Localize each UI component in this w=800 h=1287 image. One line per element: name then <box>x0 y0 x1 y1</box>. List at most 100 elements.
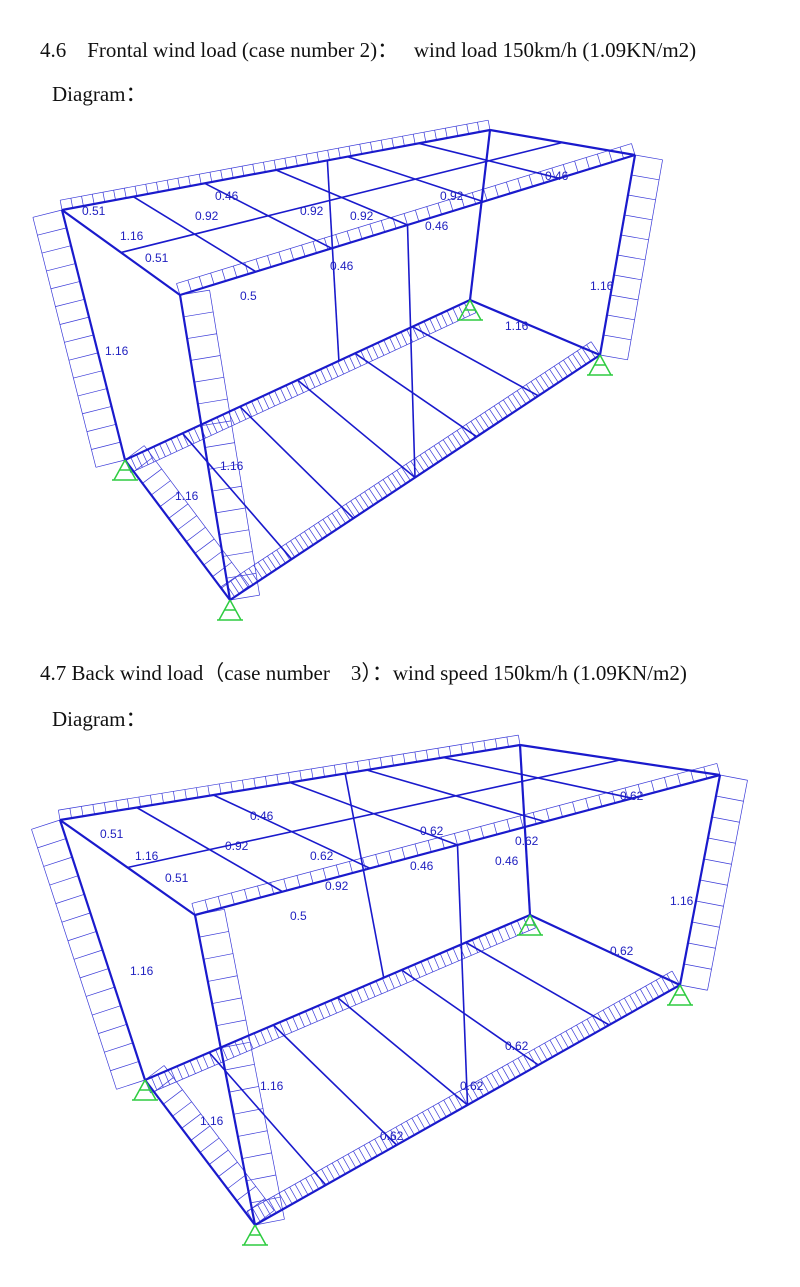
load-arrow <box>634 991 644 1007</box>
load-arrow <box>299 770 302 781</box>
load-arrow <box>446 310 454 324</box>
load-arrow <box>283 878 288 891</box>
load-arrow <box>469 1084 479 1100</box>
load-arrow <box>292 1016 299 1030</box>
load-arrow <box>216 417 224 431</box>
load-envelope <box>707 780 748 991</box>
load-arrow <box>572 353 582 368</box>
load-arrow <box>348 146 352 157</box>
load-arrow <box>187 279 192 292</box>
load-arrow <box>299 534 309 549</box>
load-arrow <box>134 186 138 197</box>
load-arrow <box>212 485 242 492</box>
load-arrow <box>463 302 471 316</box>
load-arrow <box>506 819 511 832</box>
load-arrow <box>331 363 339 377</box>
load-arrow <box>442 439 453 454</box>
load-arrow <box>156 182 159 193</box>
load-arrow <box>437 202 442 215</box>
load-arrow <box>308 528 319 543</box>
load-arrow <box>43 856 73 867</box>
load-arrow <box>459 1090 468 1106</box>
load-arrow <box>422 1111 431 1127</box>
load-arrow <box>188 176 191 187</box>
load-value-label: 1.16 <box>670 894 694 908</box>
load-value-label: 0.92 <box>195 209 219 223</box>
load-arrow <box>69 808 72 819</box>
load-arrow <box>219 529 249 535</box>
floor-beam <box>296 379 416 479</box>
load-arrow <box>465 942 472 956</box>
load-arrow <box>311 768 314 779</box>
load-arrow <box>429 318 436 332</box>
load-arrow <box>711 816 740 823</box>
load-arrow <box>151 1077 158 1091</box>
load-arrow <box>256 398 264 412</box>
load-arrow <box>304 531 314 546</box>
load-arrow <box>412 326 419 340</box>
load-arrow <box>624 214 653 221</box>
load-arrow <box>163 1071 171 1085</box>
load-arrow <box>466 124 469 135</box>
load-arrow <box>455 126 459 137</box>
load-arrow <box>285 1019 293 1033</box>
load-value-label: 1.16 <box>135 849 159 863</box>
load-arrow <box>194 376 224 383</box>
load-arrow <box>554 1036 564 1052</box>
load-arrow <box>553 365 564 380</box>
load-arrow <box>382 479 393 494</box>
load-arrow <box>138 796 141 807</box>
load-arrow <box>358 227 363 240</box>
load-arrow <box>183 1063 190 1077</box>
load-arrow <box>279 1022 286 1036</box>
load-arrow <box>331 512 342 527</box>
load-arrow <box>699 879 728 886</box>
load-arrow <box>610 294 639 301</box>
load-arrow <box>305 1177 314 1193</box>
load-value-label: 0.51 <box>165 871 189 885</box>
load-arrow <box>265 776 268 787</box>
load-arrow <box>186 526 206 542</box>
load-arrow <box>480 826 485 839</box>
load-value-label: 0.46 <box>545 169 569 183</box>
load-arrow <box>183 311 214 318</box>
load-arrow <box>173 791 176 802</box>
load-arrow <box>629 994 638 1010</box>
load-arrow <box>189 1060 196 1074</box>
load-arrow <box>102 192 106 203</box>
load-arrow <box>597 153 602 166</box>
load-arrow <box>402 136 405 147</box>
load-arrow <box>159 443 166 457</box>
load-arrow <box>460 195 465 208</box>
load-arrow <box>343 994 350 1008</box>
load-arrow <box>506 181 511 194</box>
floor-beam <box>181 432 293 560</box>
load-arrow <box>270 882 275 895</box>
load-arrow <box>221 1046 228 1061</box>
load-arrow <box>314 371 321 385</box>
load-arrow <box>276 549 286 564</box>
column <box>456 844 469 1106</box>
load-arrow <box>170 438 178 452</box>
load-arrow <box>484 934 491 948</box>
load-arrow <box>267 255 272 268</box>
load-arrow <box>321 1168 330 1184</box>
load-arrow <box>317 522 328 536</box>
load-arrow <box>196 1057 203 1072</box>
load-value-label: 0.62 <box>380 1129 404 1143</box>
load-arrow <box>690 770 695 783</box>
load-arrow <box>357 761 360 772</box>
load-arrow <box>297 379 304 393</box>
load-arrow <box>439 953 447 967</box>
load-arrow <box>497 928 504 942</box>
load-arrow <box>354 353 362 367</box>
load-arrow <box>220 1041 251 1049</box>
load-arrow <box>221 573 241 589</box>
load-arrow <box>560 1033 569 1049</box>
load-value-label: 0.62 <box>610 944 634 958</box>
load-arrow <box>507 396 518 411</box>
load-arrow <box>544 372 555 386</box>
load-arrow <box>598 794 603 807</box>
load-arrow <box>284 158 288 169</box>
